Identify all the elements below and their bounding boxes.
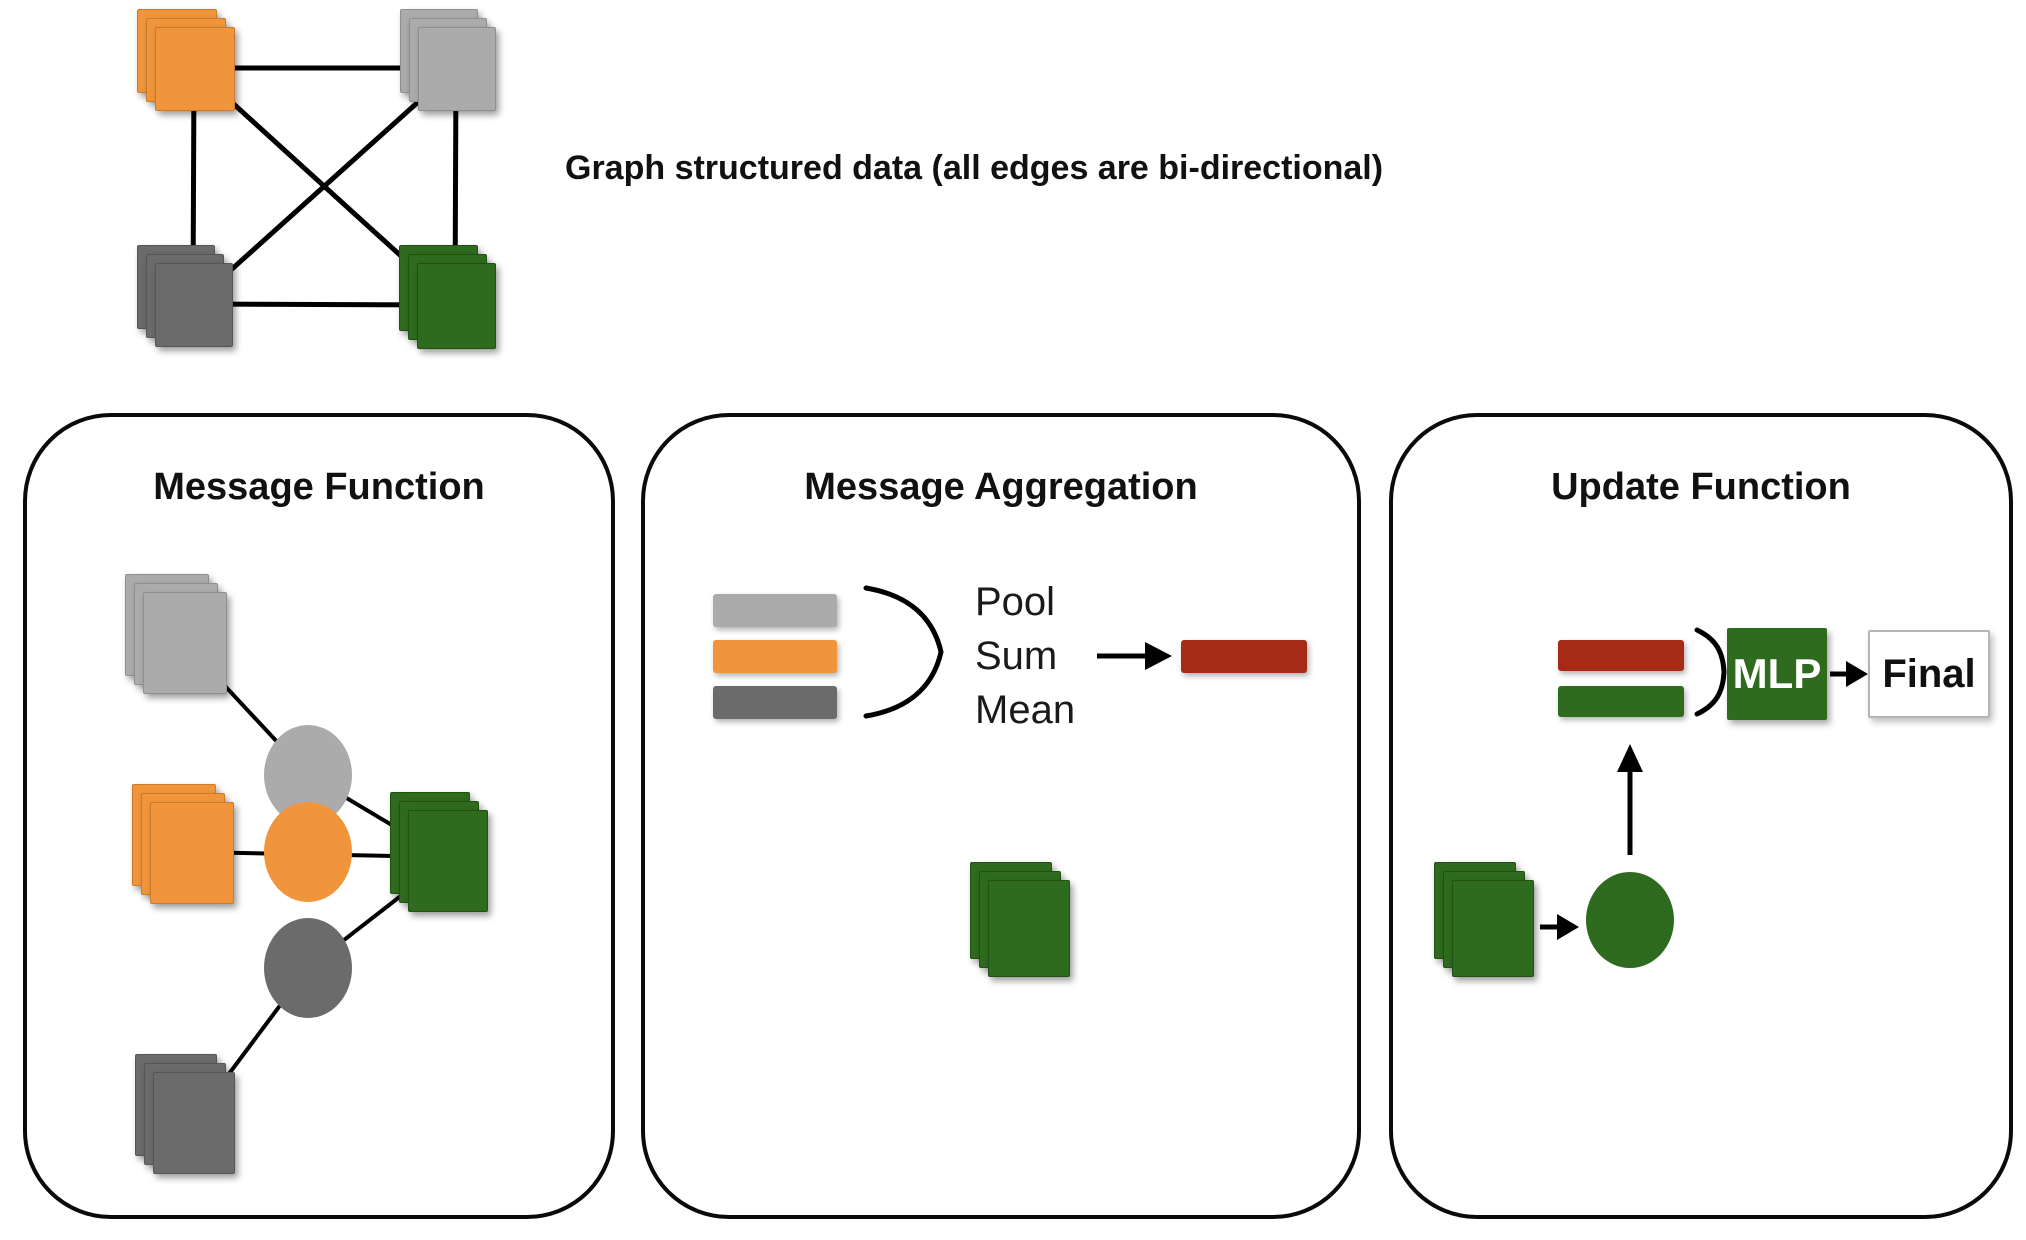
neighbor-stack-darkgray xyxy=(135,1054,235,1174)
graph-node-stack-green xyxy=(399,245,496,349)
panel-message-aggregation xyxy=(641,413,1361,1219)
final-box: Final xyxy=(1868,630,1990,718)
aggregation-brace-icon xyxy=(863,585,944,719)
aggregated-message-bar-red xyxy=(1558,640,1684,671)
graph-node-stack-lightgray xyxy=(400,9,496,111)
message-vector-bar-orange xyxy=(713,640,837,673)
neighbor-stack-lightgray xyxy=(125,574,227,694)
neighbor-stack-orange xyxy=(132,784,234,904)
edge-gray-darkgray xyxy=(191,66,458,306)
stack-to-circle-arrow-icon xyxy=(1540,914,1579,940)
message-aggregation-title: Message Aggregation xyxy=(804,466,1198,508)
target-stack-green xyxy=(390,792,488,912)
mlp-label: MLP xyxy=(1732,650,1822,697)
aggregation-op-sum: Sum xyxy=(975,634,1058,678)
update-node-stack-green xyxy=(1434,862,1534,977)
panel-update-function xyxy=(1389,413,2013,1219)
mlp-box: MLP xyxy=(1727,628,1827,720)
mlp-to-final-arrow-icon xyxy=(1830,661,1868,687)
aggregation-target-stack-green xyxy=(970,862,1070,977)
graph-caption: Graph structured data (all edges are bi-… xyxy=(565,149,1384,187)
update-brace-icon xyxy=(1694,627,1727,717)
aggregation-op-mean: Mean xyxy=(975,688,1076,732)
aggregated-vector-bar-red xyxy=(1181,640,1307,673)
aggregation-op-pool: Pool xyxy=(975,580,1056,624)
graph-node-stack-darkgray xyxy=(137,245,233,347)
node-state-bar-green xyxy=(1558,686,1684,717)
final-label: Final xyxy=(1882,651,1976,696)
update-circle-green xyxy=(1586,872,1674,968)
message-circle-darkgray xyxy=(264,918,352,1018)
message-vector-bar-darkgray xyxy=(713,686,837,719)
message-vector-bar-lightgray xyxy=(713,594,837,627)
aggregation-arrow-right-icon xyxy=(1097,642,1172,670)
message-function-title: Message Function xyxy=(153,466,485,508)
graph-node-stack-orange xyxy=(137,9,235,111)
circle-to-bar-up-arrow-icon xyxy=(1617,744,1643,855)
update-function-title: Update Function xyxy=(1551,466,1851,508)
message-circle-orange xyxy=(264,802,352,902)
